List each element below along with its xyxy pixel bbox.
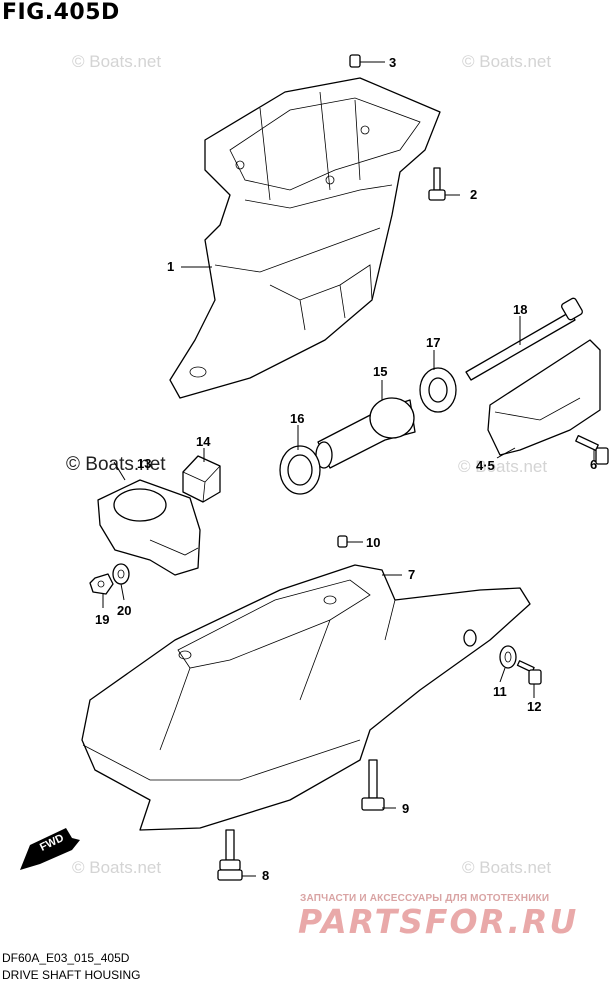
watermark: © Boats.net [458, 457, 548, 476]
callout-17[interactable]: 17 [426, 335, 441, 350]
callout-12[interactable]: 12 [527, 699, 542, 714]
callout-7[interactable]: 7 [408, 567, 416, 582]
nut-part-19[interactable] [89, 573, 114, 595]
callout-15[interactable]: 15 [373, 364, 388, 379]
watermark: © Boats.net [462, 52, 552, 71]
callout-16[interactable]: 16 [290, 411, 305, 426]
diagram-code: DF60A_E03_015_405D [2, 951, 130, 965]
callout-20[interactable]: 20 [117, 603, 132, 618]
callout-1[interactable]: 1 [167, 259, 175, 274]
fwd-arrow-icon [20, 828, 80, 870]
upper-housing-part[interactable] [169, 77, 441, 399]
lower-housing-part[interactable] [81, 564, 531, 831]
callout-18[interactable]: 18 [513, 302, 528, 317]
callout-10[interactable]: 10 [366, 535, 381, 550]
washer-part-20[interactable] [112, 563, 130, 585]
block-part-14[interactable] [182, 455, 221, 503]
callout-2[interactable]: 2 [470, 187, 478, 202]
callout-3[interactable]: 3 [389, 55, 397, 70]
callout-9[interactable]: 9 [402, 801, 410, 816]
watermark: © Boats.net [462, 858, 552, 877]
figure-title: FIG.405D [2, 0, 120, 25]
bolt-part-12[interactable] [516, 660, 542, 685]
dealer-logo: PARTSFOR.RU [298, 902, 579, 941]
long-bolt-part[interactable] [465, 297, 583, 381]
mount-part-13[interactable] [97, 479, 201, 576]
dowel-pin-part[interactable] [349, 54, 361, 68]
grommet-part-11[interactable] [499, 645, 517, 669]
watermark: © Boats.net [72, 858, 162, 877]
dowel-pin-part-10[interactable] [337, 535, 348, 548]
dealer-subtitle: ЗАПЧАСТИ И АКСЕССУАРЫ ДЛЯ МОТОТЕХНИКИ [300, 893, 550, 904]
bearing-part[interactable] [419, 367, 457, 413]
callout-11[interactable]: 11 [493, 684, 507, 699]
seal-part[interactable] [279, 445, 321, 495]
bolt-part-2[interactable] [428, 167, 446, 201]
diagram-name: DRIVE SHAFT HOUSING [2, 968, 141, 982]
screw-part-6[interactable] [575, 434, 609, 465]
watermark: © Boats.net [72, 52, 162, 71]
sleeve-part[interactable] [315, 397, 416, 469]
callout-8[interactable]: 8 [262, 868, 270, 883]
leader-lines [102, 61, 595, 877]
cover-part[interactable] [487, 339, 601, 456]
callout-14[interactable]: 14 [196, 434, 211, 449]
bolt-part-8[interactable] [217, 829, 243, 881]
bolt-part-9[interactable] [361, 759, 385, 811]
callout-6[interactable]: 6 [590, 457, 598, 472]
callout-19[interactable]: 19 [95, 612, 110, 627]
callout-4-5[interactable]: 4·5 [476, 458, 495, 473]
callout-13[interactable]: 13 [137, 456, 152, 471]
